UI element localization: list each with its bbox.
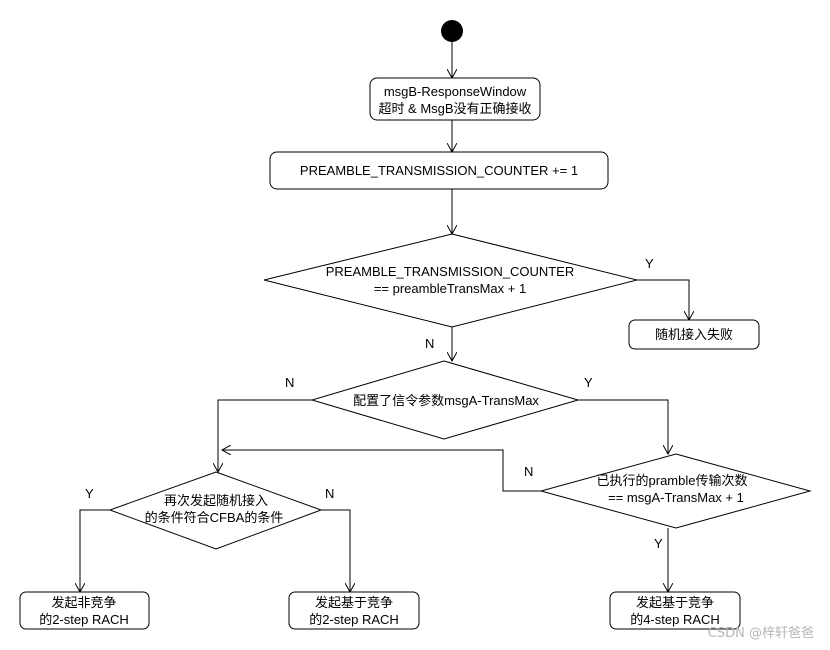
counter-check-line-2: == preambleTransMax + 1 bbox=[374, 281, 526, 296]
counter-increment-node: PREAMBLE_TRANSMISSION_COUNTER += 1 bbox=[269, 151, 609, 190]
edge-count-no-to-cfba bbox=[222, 450, 541, 492]
label-transmax-yes: Y bbox=[584, 375, 593, 390]
timeout-node: msgB-ResponseWindow 超时 & MsgB没有正确接收 bbox=[369, 77, 541, 121]
label-cfba-yes: Y bbox=[85, 486, 94, 501]
label-cfba-no: N bbox=[325, 486, 334, 501]
label-counter-yes: Y bbox=[645, 256, 654, 271]
random-access-failure-node: 随机接入失败 bbox=[628, 319, 760, 350]
label-count-no: N bbox=[524, 464, 533, 479]
cfra-2step-line-2: 的2-step RACH bbox=[309, 612, 399, 627]
transmax-configured-decision: 配置了信令参数msgA-TransMax bbox=[310, 360, 580, 440]
cfra-4step-node: 发起基于竞争 的4-step RACH bbox=[609, 591, 741, 630]
edge-cfba-no-to-cfra bbox=[321, 509, 350, 592]
edge-cfba-yes-to-cbra bbox=[80, 509, 110, 592]
transmission-count-decision: 已执行的pramble传输次数 == msgA-TransMax + 1 bbox=[539, 453, 812, 529]
cbra-2step-line-1: 发起非竞争 bbox=[51, 595, 116, 610]
transmax-configured-label: 配置了信令参数msgA-TransMax bbox=[353, 393, 539, 408]
timeout-line-2: 超时 & MsgB没有正确接收 bbox=[378, 101, 531, 116]
random-access-failure-label: 随机接入失败 bbox=[655, 327, 733, 342]
counter-check-decision: PREAMBLE_TRANSMISSION_COUNTER == preambl… bbox=[263, 233, 638, 328]
csdn-watermark: CSDN @梓轩爸爸 bbox=[708, 626, 814, 641]
label-count-yes: Y bbox=[654, 536, 663, 551]
counter-check-line-1: PREAMBLE_TRANSMISSION_COUNTER bbox=[326, 264, 575, 279]
transmission-count-line-1: 已执行的pramble传输次数 bbox=[597, 473, 748, 488]
cfra-2step-node: 发起基于竞争 的2-step RACH bbox=[288, 591, 420, 630]
transmission-count-line-2: == msgA-TransMax + 1 bbox=[608, 490, 744, 505]
label-transmax-no: N bbox=[285, 375, 294, 390]
counter-increment-label: PREAMBLE_TRANSMISSION_COUNTER += 1 bbox=[300, 163, 578, 178]
cbra-2step-node: 发起非竞争 的2-step RACH bbox=[19, 591, 150, 630]
cbra-2step-line-2: 的2-step RACH bbox=[39, 612, 129, 627]
cfba-condition-decision: 再次发起随机接入 的条件符合CFBA的条件 bbox=[108, 471, 323, 550]
timeout-line-1: msgB-ResponseWindow bbox=[384, 84, 527, 99]
cfra-4step-line-1: 发起基于竞争 bbox=[636, 595, 714, 610]
edge-check-yes-to-failure bbox=[637, 279, 689, 320]
cfra-2step-line-1: 发起基于竞争 bbox=[315, 595, 393, 610]
label-counter-no: N bbox=[425, 336, 434, 351]
edge-transmax-no-to-cfba bbox=[218, 399, 312, 472]
cfra-4step-line-2: 的4-step RACH bbox=[630, 612, 720, 627]
edge-transmax-yes-to-count bbox=[578, 399, 668, 454]
cfba-condition-line-1: 再次发起随机接入 bbox=[164, 493, 268, 508]
cfba-condition-line-2: 的条件符合CFBA的条件 bbox=[145, 510, 284, 525]
start-node bbox=[441, 20, 463, 42]
